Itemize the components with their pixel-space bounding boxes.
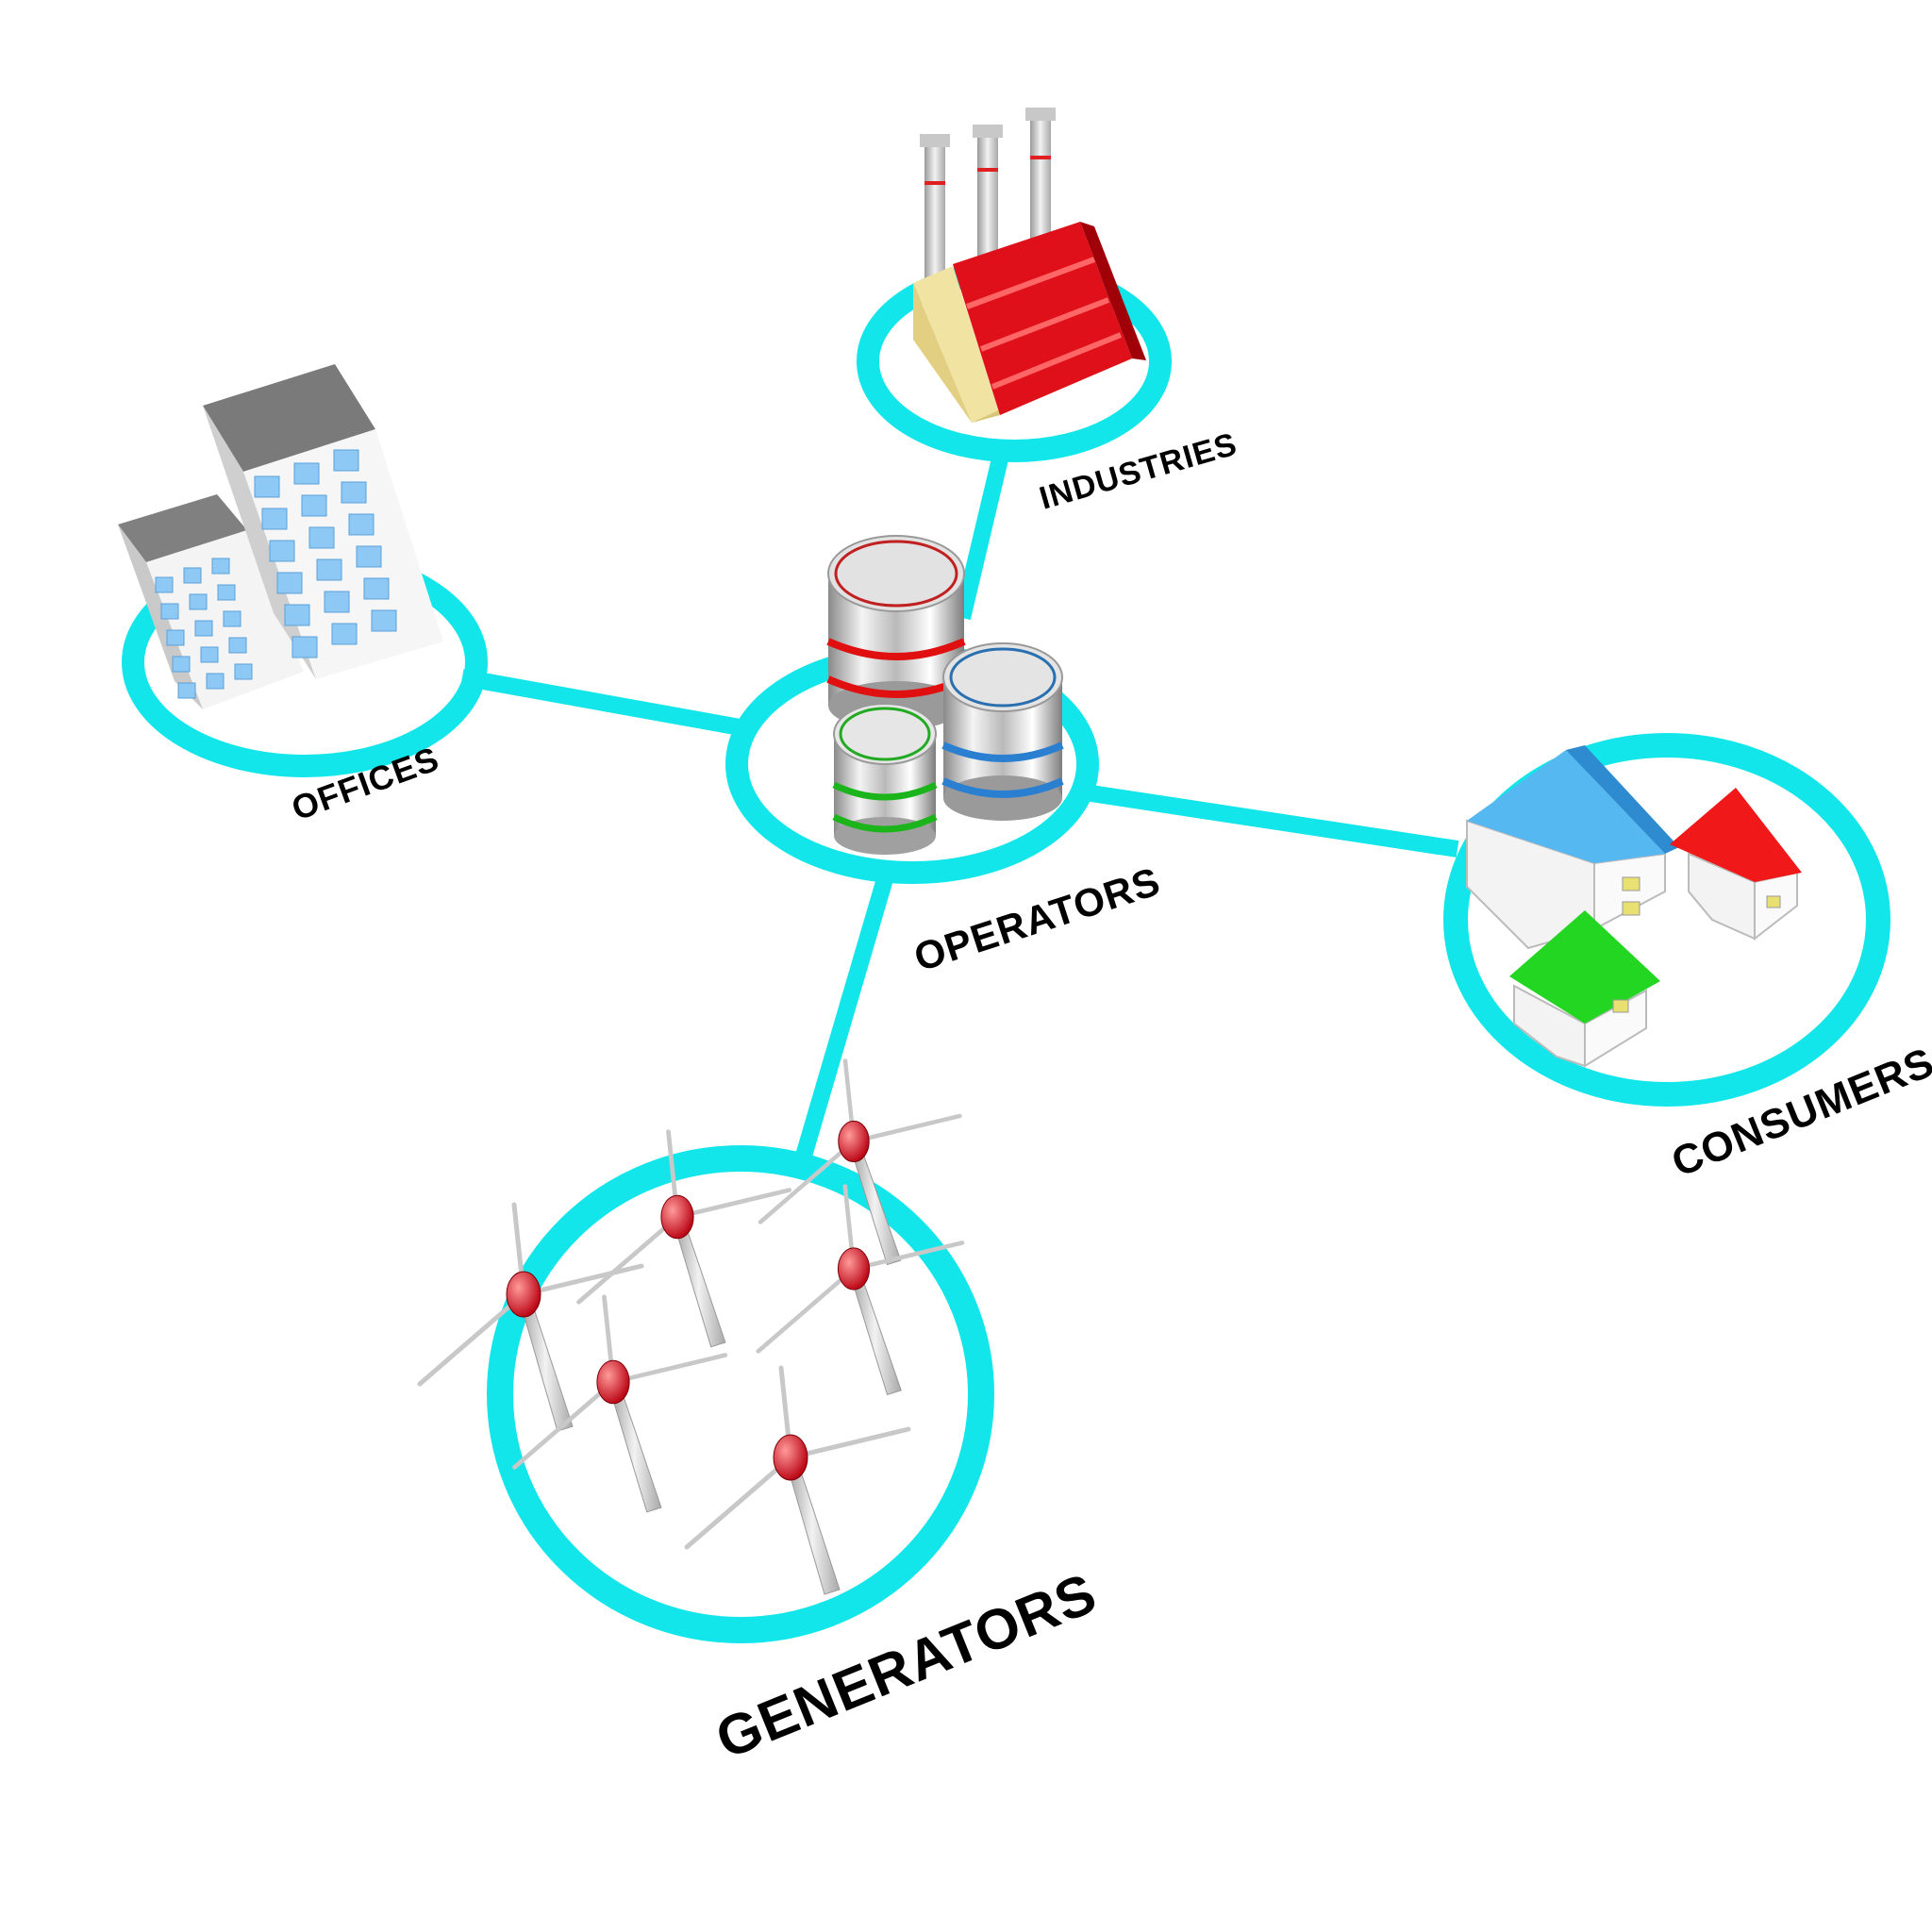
window bbox=[217, 584, 236, 601]
window bbox=[160, 603, 179, 620]
ring-generators bbox=[487, 1145, 994, 1643]
window bbox=[177, 682, 196, 699]
window bbox=[293, 462, 320, 485]
wind-turbines-icon bbox=[417, 1058, 965, 1595]
connection-lines bbox=[460, 448, 1459, 1165]
window bbox=[348, 513, 375, 536]
window bbox=[254, 475, 280, 498]
window bbox=[200, 646, 219, 663]
label-generators: GENERATORS bbox=[708, 1561, 1106, 1771]
wind-turbine bbox=[758, 1058, 962, 1266]
window bbox=[308, 526, 335, 549]
office-buildings-icon bbox=[118, 364, 443, 709]
window bbox=[183, 567, 202, 584]
window bbox=[189, 593, 208, 610]
connection-line-generators bbox=[793, 870, 895, 1165]
window bbox=[206, 673, 225, 690]
wind-turbine bbox=[756, 1184, 965, 1396]
window bbox=[166, 629, 185, 646]
window bbox=[371, 609, 397, 632]
tank-blue bbox=[941, 642, 1064, 821]
window bbox=[291, 636, 318, 658]
chimney bbox=[920, 134, 950, 302]
connection-line-offices bbox=[460, 669, 747, 737]
window bbox=[356, 545, 382, 568]
window bbox=[269, 540, 295, 562]
window bbox=[301, 494, 327, 517]
house-blue bbox=[1466, 745, 1679, 950]
connection-line-consumers bbox=[1083, 784, 1459, 858]
houses-icon bbox=[1466, 745, 1802, 1068]
window bbox=[234, 663, 253, 680]
window bbox=[228, 637, 247, 654]
ring-consumers bbox=[1443, 733, 1890, 1107]
window bbox=[341, 481, 367, 504]
window bbox=[194, 620, 213, 637]
window bbox=[316, 558, 342, 581]
window bbox=[211, 558, 230, 575]
tank-green bbox=[832, 703, 938, 855]
office-windows bbox=[155, 449, 397, 699]
wind-turbine bbox=[512, 1294, 728, 1513]
house-red bbox=[1670, 788, 1802, 941]
window bbox=[363, 577, 390, 600]
house-green bbox=[1509, 910, 1660, 1068]
window bbox=[333, 449, 359, 472]
wind-turbine bbox=[576, 1129, 792, 1348]
window bbox=[331, 623, 358, 645]
tank-red bbox=[826, 535, 966, 730]
storage-tanks-icon bbox=[826, 535, 1064, 855]
connection-line-industries bbox=[954, 448, 1010, 621]
window bbox=[324, 591, 350, 613]
window bbox=[172, 656, 191, 673]
wind-turbine bbox=[684, 1365, 911, 1595]
wind-turbine bbox=[417, 1202, 644, 1432]
window bbox=[223, 610, 242, 627]
window bbox=[155, 576, 174, 593]
window bbox=[284, 604, 310, 626]
window bbox=[276, 572, 303, 594]
window bbox=[261, 508, 288, 530]
factory-icon bbox=[913, 108, 1146, 423]
